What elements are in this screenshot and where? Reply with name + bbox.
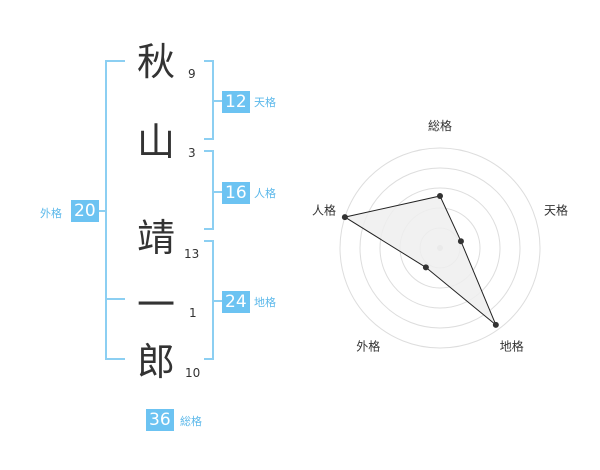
- given-name-divider: [105, 298, 125, 300]
- radar-axis-label-3: 地格: [500, 339, 524, 354]
- radar-point-4: [422, 264, 429, 271]
- tenkaku-label: 天格: [254, 96, 276, 109]
- jinkaku-badge: 16: [222, 182, 250, 204]
- radar-axis-label-2: 天格: [544, 202, 568, 217]
- chikaku-bracket: [204, 240, 214, 360]
- name-char-5: 郎: [136, 340, 175, 384]
- radar-ring-3: [379, 187, 501, 309]
- soukaku-badge: 36: [146, 409, 174, 431]
- chikaku-badge: 24: [222, 291, 250, 313]
- radar-point-2: [457, 238, 464, 245]
- stroke-count-2: 3: [188, 146, 196, 160]
- gaikaku-badge: 20: [71, 200, 99, 222]
- jinkaku-connector: [214, 191, 222, 193]
- chikaku-connector: [214, 300, 222, 302]
- tenkaku-connector: [214, 100, 222, 102]
- tenkaku-badge: 12: [222, 91, 250, 113]
- radar-axis-label-4: 外格: [356, 339, 380, 354]
- gaikaku-connector: [95, 210, 105, 212]
- name-char-2: 山: [136, 120, 175, 164]
- jinkaku-label: 人格: [254, 187, 276, 200]
- gaikaku-bracket: [105, 60, 125, 360]
- stroke-count-5: 10: [185, 366, 201, 380]
- radar-point-1: [437, 193, 443, 199]
- stroke-count-3: 13: [184, 247, 200, 261]
- radar-series-shape: [343, 195, 497, 326]
- name-char-3: 靖: [136, 216, 175, 260]
- tenkaku-bracket: [204, 60, 214, 140]
- radar-point-3: [492, 321, 499, 328]
- radar-point-5: [341, 214, 348, 221]
- radar-axis-label-1: 総格: [428, 118, 452, 133]
- stroke-count-1: 9: [188, 67, 196, 81]
- name-char-4: 一: [136, 283, 175, 327]
- jinkaku-bracket: [204, 150, 214, 230]
- radar-ring-4: [359, 167, 521, 329]
- radar-ring-5: [339, 147, 541, 349]
- chikaku-label: 地格: [254, 296, 276, 309]
- stroke-count-4: 1: [189, 306, 197, 320]
- gaikaku-label: 外格: [40, 207, 62, 220]
- soukaku-label: 総格: [180, 415, 202, 428]
- name-char-1: 秋: [136, 40, 175, 84]
- radar-axis-label-5: 人格: [312, 202, 336, 217]
